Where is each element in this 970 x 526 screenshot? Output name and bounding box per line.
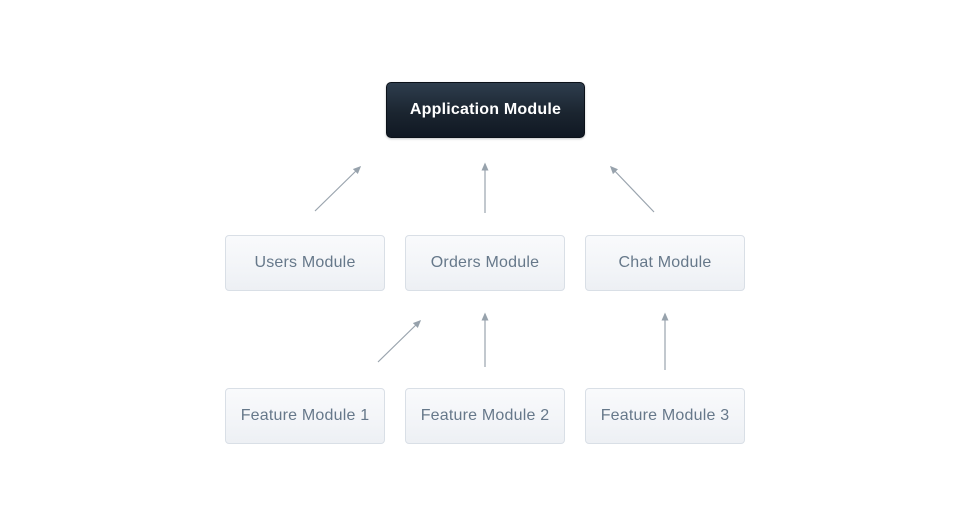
node-orders-module: Orders Module	[405, 235, 565, 291]
node-application-module: Application Module	[386, 82, 585, 138]
node-label: Users Module	[254, 254, 356, 271]
edge-chat-module-to-application-module	[609, 165, 655, 213]
node-label: Feature Module 3	[600, 407, 730, 424]
node-feature-module-2: Feature Module 2	[405, 388, 565, 444]
node-chat-module: Chat Module	[585, 235, 745, 291]
node-label: Chat Module	[618, 254, 712, 271]
node-feature-module-1: Feature Module 1	[225, 388, 385, 444]
node-label: Feature Module 2	[420, 407, 550, 424]
edge-feature-module-1-to-orders-module	[377, 319, 422, 363]
node-users-module: Users Module	[225, 235, 385, 291]
edge-users-module-to-application-module	[314, 165, 362, 212]
node-label: Application Module	[409, 101, 562, 118]
node-feature-module-3: Feature Module 3	[585, 388, 745, 444]
node-label: Feature Module 1	[240, 407, 370, 424]
node-label: Orders Module	[430, 254, 540, 271]
